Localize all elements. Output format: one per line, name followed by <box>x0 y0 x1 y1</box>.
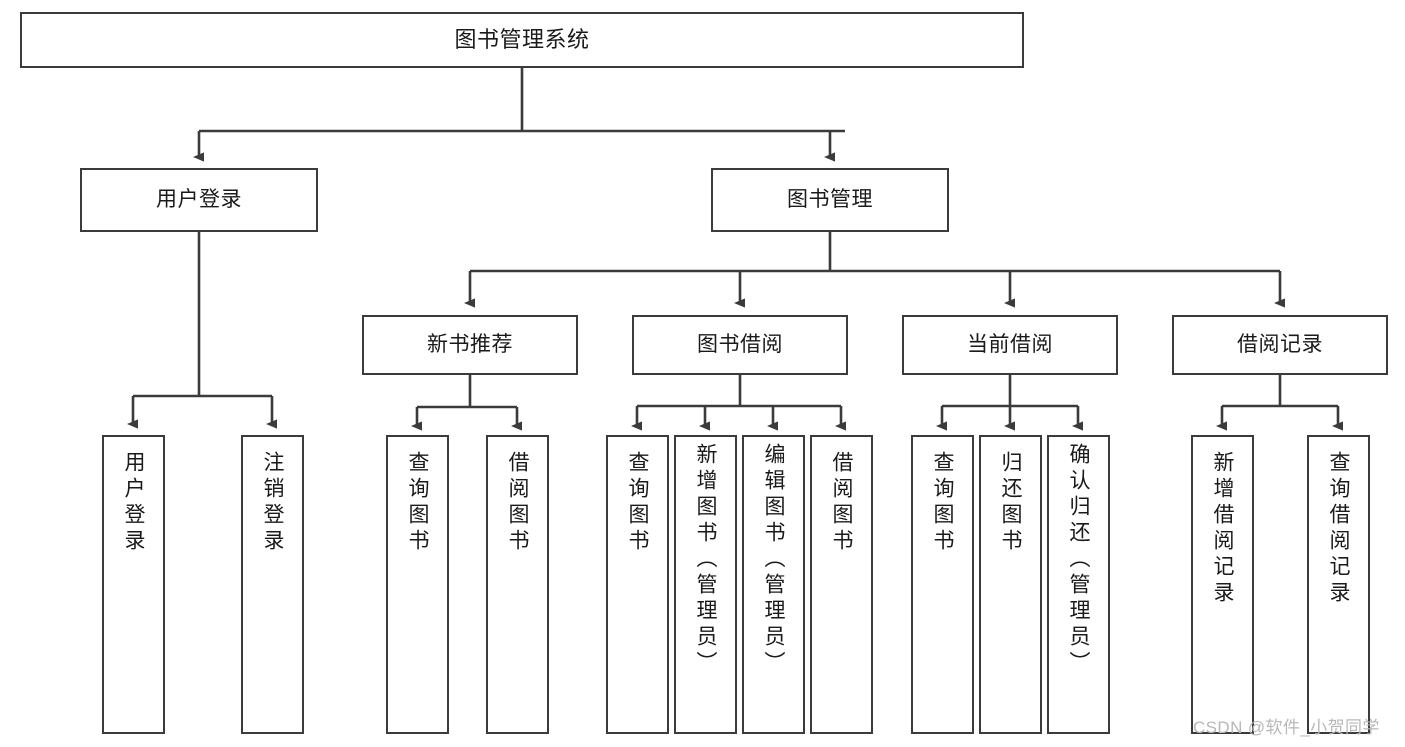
node-label: 图书借阅 <box>697 332 783 356</box>
leaf-query-book-current[interactable]: 查询图书 <box>911 435 974 734</box>
leaf-return-book[interactable]: 归还图书 <box>979 435 1042 734</box>
node-label: 新增借阅记录 <box>1211 451 1234 607</box>
node-label: 查询借阅记录 <box>1327 451 1350 607</box>
node-book-borrow[interactable]: 图书借阅 <box>632 315 848 375</box>
node-label: 用户登录 <box>156 187 242 211</box>
node-book-management[interactable]: 图书管理 <box>711 168 949 232</box>
node-label: 查询图书 <box>406 451 429 555</box>
leaf-borrow-book[interactable]: 借阅图书 <box>810 435 873 734</box>
node-new-book-recommend[interactable]: 新书推荐 <box>362 315 578 375</box>
watermark-text: CSDN @软件_小贺同学 <box>1193 718 1380 737</box>
node-label: 借阅图书 <box>506 451 529 555</box>
node-label: 确认归还（管理员） <box>1067 443 1090 677</box>
node-label: 查询图书 <box>626 451 649 555</box>
node-label: 当前借阅 <box>967 332 1053 356</box>
leaf-user-login[interactable]: 用户登录 <box>102 435 165 734</box>
leaf-query-borrow-record[interactable]: 查询借阅记录 <box>1307 435 1370 734</box>
node-label: 新书推荐 <box>427 332 513 356</box>
node-label: 借阅记录 <box>1237 332 1323 356</box>
leaf-confirm-return-admin[interactable]: 确认归还（管理员） <box>1047 435 1110 734</box>
node-label: 注销登录 <box>261 451 284 555</box>
node-label: 新增图书（管理员） <box>694 443 717 677</box>
leaf-borrow-book-recommend[interactable]: 借阅图书 <box>486 435 549 734</box>
node-label: 图书管理 <box>787 187 873 211</box>
leaf-query-book-recommend[interactable]: 查询图书 <box>386 435 449 734</box>
leaf-query-book-borrow[interactable]: 查询图书 <box>606 435 669 734</box>
node-borrow-record[interactable]: 借阅记录 <box>1172 315 1388 375</box>
node-label: 借阅图书 <box>830 451 853 555</box>
leaf-edit-book-admin[interactable]: 编辑图书（管理员） <box>742 435 805 734</box>
node-user-login[interactable]: 用户登录 <box>80 168 318 232</box>
node-label: 编辑图书（管理员） <box>762 443 785 677</box>
node-label: 归还图书 <box>999 451 1022 555</box>
leaf-logout-login[interactable]: 注销登录 <box>241 435 304 734</box>
node-current-borrow[interactable]: 当前借阅 <box>902 315 1118 375</box>
leaf-add-borrow-record[interactable]: 新增借阅记录 <box>1191 435 1254 734</box>
node-label: 图书管理系统 <box>454 27 590 53</box>
node-label: 查询图书 <box>931 451 954 555</box>
leaf-add-book-admin[interactable]: 新增图书（管理员） <box>674 435 737 734</box>
node-root-system[interactable]: 图书管理系统 <box>20 12 1024 68</box>
node-label: 用户登录 <box>122 451 145 555</box>
